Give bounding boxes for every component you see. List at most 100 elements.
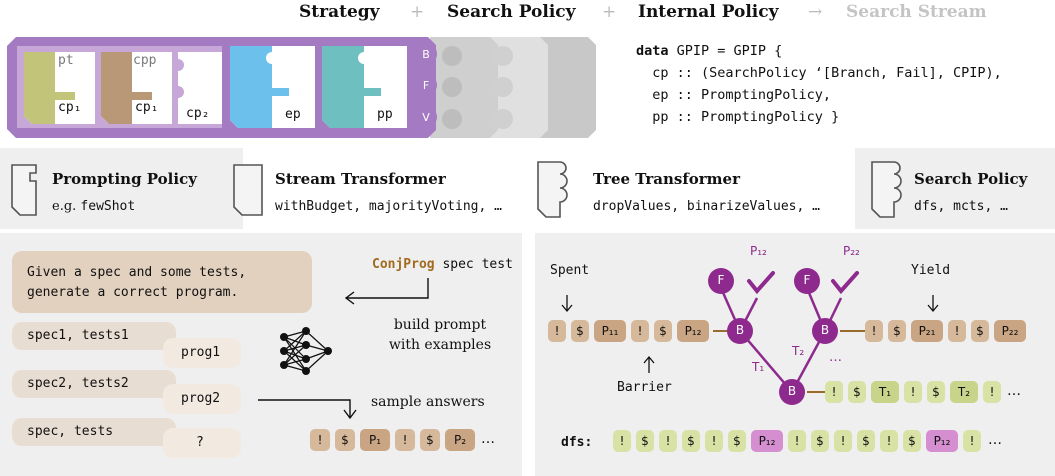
check-icon: [747, 271, 775, 295]
search-policy-block-3: [535, 37, 596, 138]
tree-node-f-2: [794, 268, 820, 294]
code-line-4: pp :: PromptingPolicy }: [636, 109, 840, 125]
build-prompt-label-2: with examples: [388, 337, 492, 353]
tree-token: $: [571, 320, 589, 342]
example-1-input-bubble: [12, 322, 176, 350]
example-2-output: prog2: [181, 391, 221, 406]
dfs-token: P₁₂: [926, 430, 958, 452]
dfs-token: $: [903, 430, 921, 452]
spent-label: Spent: [550, 263, 590, 278]
stream-token: $: [420, 429, 440, 451]
tab-b-label: B: [422, 48, 430, 61]
t2-edge-label: T₂: [792, 344, 805, 358]
search-policy-title: Search Policy: [914, 170, 1028, 188]
stream-token: P₁: [360, 429, 390, 451]
cpp-label: cpp: [133, 53, 157, 68]
dfs-token: P₁₂: [751, 430, 783, 452]
pp-label: pp: [377, 107, 393, 122]
tree-node-b-2: [812, 318, 838, 344]
code-line-1: GPIP = GPIP {: [668, 43, 783, 59]
gpip-code-block: data GPIP = GPIP { cp :: (SearchPolicy ‘…: [636, 40, 1002, 128]
dfs-token: !: [613, 430, 631, 452]
cpp-piece: [101, 52, 152, 124]
tree-token: !: [631, 320, 649, 342]
tree-diagram: [561, 268, 939, 405]
stream-transformer-piece-icon: [233, 164, 263, 216]
node-b-2-label: B: [820, 323, 830, 337]
prompting-policy-example: fewShot: [80, 199, 136, 214]
pp-piece: [322, 46, 381, 128]
neural-network-icon: [280, 327, 332, 375]
stream-token: !: [395, 429, 415, 451]
header-search-policy: Search Policy: [447, 2, 576, 22]
conjprog-call: ConjProg spec test: [372, 257, 513, 272]
tree-token: T₂: [950, 381, 978, 403]
right-token-stream: ! $ P₂₁ ! $ P₂₂: [865, 320, 1045, 344]
code-line-2: cp :: (SearchPolicy ‘[Branch, Fail], CPI…: [636, 65, 1002, 81]
example-2-output-bubble: [163, 384, 241, 414]
check-icon: [831, 271, 859, 295]
build-prompt-label-1: build prompt: [393, 317, 487, 333]
dfs-token: !: [880, 430, 898, 452]
p22-check-label: P₂₂: [843, 244, 860, 258]
instruction-line-1: Given a spec and some tests,: [27, 265, 247, 280]
tree-token: $: [971, 320, 989, 342]
node-f-1-label: F: [717, 273, 725, 287]
prompting-policy-piece-icon: [11, 164, 37, 216]
tree-transformer-title: Tree Transformer: [593, 170, 741, 188]
ep-label: ep: [285, 107, 301, 122]
header-plus-2: +: [602, 2, 617, 22]
prompting-policy-eg: e.g.: [52, 199, 81, 214]
dfs-token: !: [963, 430, 981, 452]
code-keyword-data: data: [636, 43, 669, 59]
tree-token: !: [983, 381, 1001, 403]
example-2-input: spec2, tests2: [27, 376, 129, 391]
tree-token: !: [825, 381, 843, 403]
stream-token: $: [335, 429, 355, 451]
stream-token: !: [310, 429, 330, 451]
dfs-token: !: [834, 430, 852, 452]
header-arrow: →: [808, 2, 823, 22]
query-output-bubble: [163, 428, 241, 458]
conjprog-name: ConjProg: [372, 257, 435, 272]
stream-transformer-subtitle: withBudget, majorityVoting, …: [275, 199, 502, 214]
prompting-policy-subtitle: e.g. fewShot: [52, 199, 135, 214]
stream-transformer-title: Stream Transformer: [275, 170, 446, 188]
stream-ellipsis: …: [481, 431, 495, 447]
cp2-label: cp₂: [186, 106, 210, 121]
prompting-arrows: [258, 278, 429, 420]
tree-token: !: [865, 320, 883, 342]
tree-node-b-1: [727, 318, 753, 344]
dfs-token: !: [705, 430, 723, 452]
dfs-label: dfs:: [561, 435, 593, 450]
instruction-bubble: [12, 251, 312, 313]
query-input-bubble: [12, 418, 176, 446]
node-f-2-label: F: [803, 273, 811, 287]
query-output: ?: [196, 435, 204, 450]
tab-b: [415, 43, 437, 65]
header-search-stream: Search Stream: [846, 2, 987, 22]
dfs-token: $: [811, 430, 829, 452]
tree-token: $: [848, 381, 866, 403]
header-plus-1: +: [410, 2, 425, 22]
stream-token: P₂: [445, 429, 475, 451]
dfs-ellipsis: …: [988, 432, 1002, 448]
dfs-token: $: [682, 430, 700, 452]
node-b-1-label: B: [735, 323, 745, 337]
tree-transformer-subtitle: dropValues, binarizeValues, …: [593, 199, 820, 214]
example-2-input-bubble: [12, 370, 176, 398]
tree-token: P₂₁: [911, 320, 943, 342]
example-1-output: prog1: [181, 345, 221, 360]
header-strategy: Strategy: [299, 2, 380, 22]
query-input: spec, tests: [27, 424, 114, 439]
tree-token: P₁₂: [677, 320, 709, 342]
tree-token: T₁: [871, 381, 899, 403]
search-policy-piece-icon: [871, 161, 902, 218]
tree-node-b-root: [779, 379, 805, 405]
tree-node-f-1: [708, 268, 734, 294]
tree-token: !: [904, 381, 922, 403]
tree-token: $: [654, 320, 672, 342]
tree-transformer-piece-icon: [537, 161, 568, 218]
tree-more-ellipsis: …: [829, 350, 842, 365]
prompting-policy-header-panel: [0, 148, 243, 229]
